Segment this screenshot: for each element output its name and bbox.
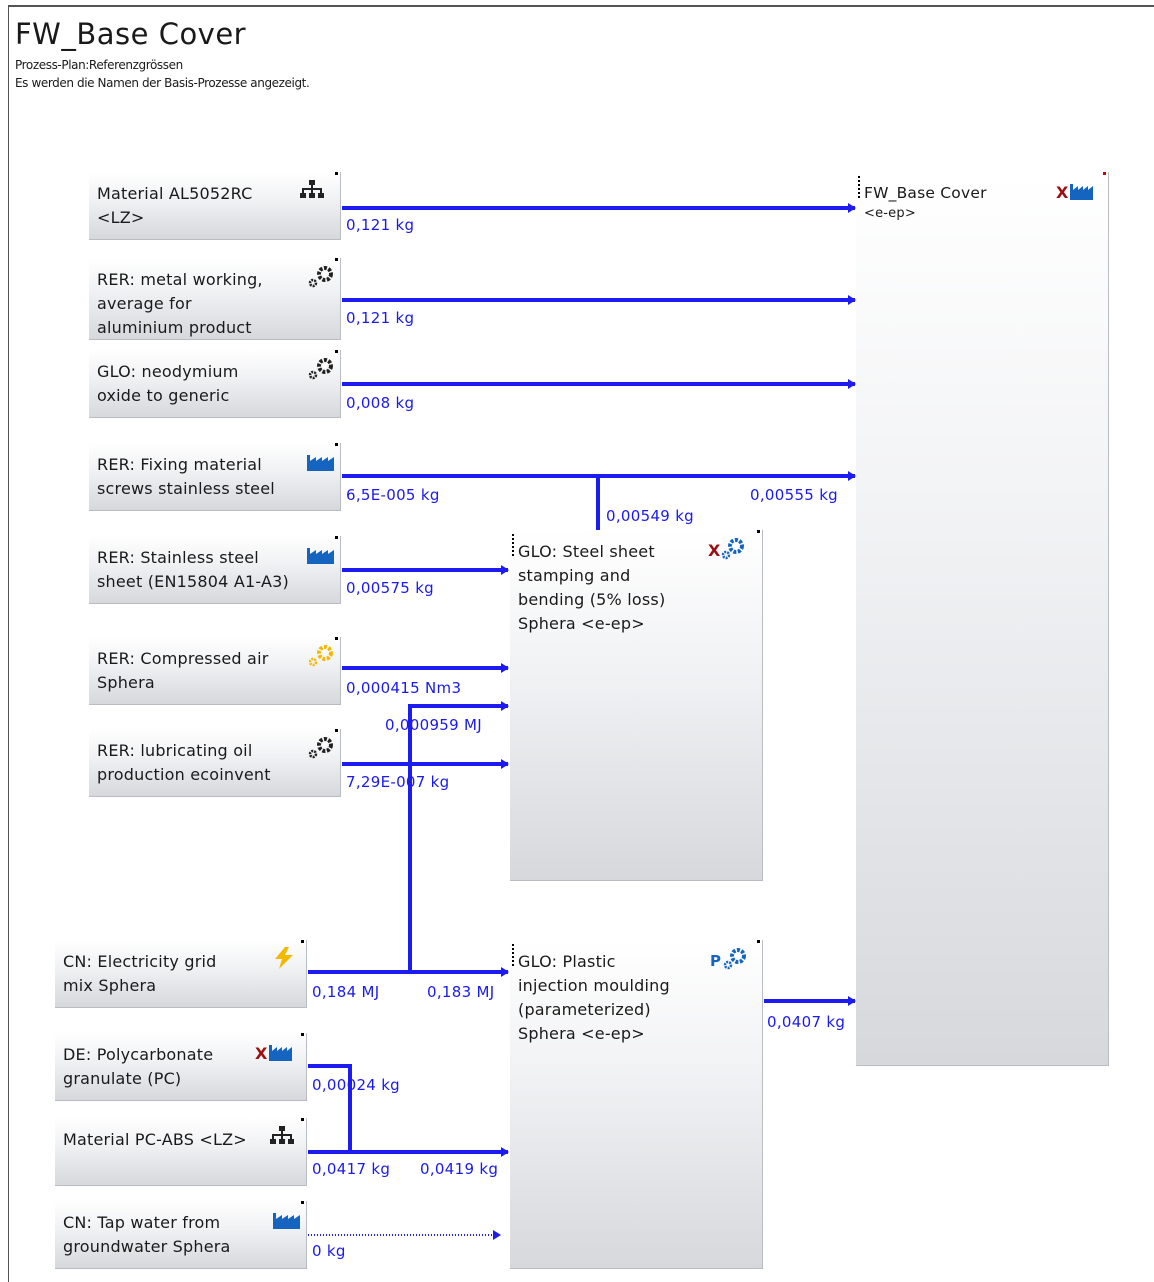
process-box-fixing[interactable]: RER: Fixing material screws stainless ste… xyxy=(89,443,341,511)
process-box-stainless[interactable]: RER: Stainless steel sheet (EN15804 A1-A3… xyxy=(89,536,341,604)
process-label: DE: Polycarbonate xyxy=(63,1045,214,1064)
process-box-basecover[interactable]: FW_Base Cover <e-ep> X xyxy=(856,172,1109,1066)
flow-label: 0,121 kg xyxy=(346,216,415,234)
flow-label: 0,183 MJ xyxy=(427,983,495,1001)
process-label: production ecoinvent xyxy=(97,765,271,784)
gears-icon xyxy=(301,356,341,380)
flow-label: 0,000959 MJ xyxy=(385,716,483,734)
flow-label: 0,00575 kg xyxy=(346,579,435,597)
process-box-pcabs[interactable]: Material PC-ABS <LZ> xyxy=(55,1118,307,1186)
process-box-al5052[interactable]: Material AL5052RC <LZ> xyxy=(89,172,341,240)
flow-label: 0,184 MJ xyxy=(312,983,380,1001)
factory-icon xyxy=(301,449,341,473)
process-box-electricity[interactable]: CN: Electricity grid mix Sphera xyxy=(55,940,307,1008)
process-label: injection moulding xyxy=(518,976,670,995)
process-label: bending (5% loss) xyxy=(518,590,666,609)
flow-label: 7,29E-007 kg xyxy=(346,773,450,791)
process-box-moulding[interactable]: GLO: Plastic injection moulding (parameter… xyxy=(510,940,763,1269)
flow-label: 0,008 kg xyxy=(346,394,415,412)
flow-label: 6,5E-005 kg xyxy=(346,486,440,504)
process-label: GLO: Steel sheet xyxy=(518,542,655,561)
process-label: stamping and xyxy=(518,566,631,585)
flow-label: 0,0407 kg xyxy=(767,1013,846,1031)
x-factory-icon: X xyxy=(255,1039,295,1063)
process-label: RER: Stainless steel xyxy=(97,548,259,567)
process-label: GLO: Plastic xyxy=(518,952,616,971)
diagram-frame xyxy=(8,5,1154,1282)
gears-icon xyxy=(301,264,341,288)
flow-label: 0,121 kg xyxy=(346,309,415,327)
process-box-tapwater[interactable]: CN: Tap water from groundwater Sphera xyxy=(55,1201,307,1269)
process-label: RER: Compressed air xyxy=(97,649,269,668)
hierarchy-icon xyxy=(267,1124,307,1148)
process-label: Sphera xyxy=(97,673,155,692)
process-label: mix Sphera xyxy=(63,976,157,995)
flow-line-electricity xyxy=(308,701,509,974)
process-box-steelsheet[interactable]: GLO: Steel sheet stamping and bending (5% … xyxy=(510,530,763,881)
process-label: Material PC-ABS <LZ> xyxy=(63,1130,247,1149)
flow-label: 0,0419 kg xyxy=(420,1160,499,1178)
gears-icon xyxy=(301,735,341,759)
process-label: (parameterized) xyxy=(518,1000,651,1019)
lightning-icon xyxy=(265,946,305,970)
svg-text:X: X xyxy=(255,1044,268,1063)
process-label: groundwater Sphera xyxy=(63,1237,231,1256)
process-label: RER: metal working, xyxy=(97,270,263,289)
process-label: Sphera <e-ep> xyxy=(518,1024,645,1043)
process-label: RER: Fixing material xyxy=(97,455,262,474)
p-gears-icon: P xyxy=(710,946,750,970)
flow-label: 0 kg xyxy=(312,1242,346,1260)
x-factory-icon: X xyxy=(1056,178,1096,202)
process-label: <e-ep> xyxy=(864,206,916,221)
process-label: FW_Base Cover xyxy=(864,184,987,202)
process-label: CN: Tap water from xyxy=(63,1213,221,1232)
svg-text:P: P xyxy=(710,952,721,970)
process-label: average for xyxy=(97,294,192,313)
process-label: CN: Electricity grid xyxy=(63,952,217,971)
flow-line-polycarbonate xyxy=(308,1064,352,1152)
svg-text:X: X xyxy=(1056,183,1069,202)
page-description: Es werden die Namen der Basis-Prozesse a… xyxy=(15,76,310,90)
process-label: GLO: neodymium xyxy=(97,362,239,381)
svg-text:X: X xyxy=(708,541,721,560)
factory-icon xyxy=(267,1207,307,1231)
page-title: FW_Base Cover xyxy=(15,17,247,51)
process-label: screws stainless steel xyxy=(97,479,275,498)
process-label: RER: lubricating oil xyxy=(97,741,253,760)
process-label: granulate (PC) xyxy=(63,1069,182,1088)
process-label: <LZ> xyxy=(97,208,145,227)
process-box-lubricating[interactable]: RER: lubricating oil production ecoinvent xyxy=(89,729,341,797)
page-subtitle: Prozess-Plan:Referenzgrössen xyxy=(15,58,183,72)
process-box-neodymium[interactable]: GLO: neodymium oxide to generic xyxy=(89,350,341,418)
factory-icon xyxy=(301,542,341,566)
process-label: aluminium product xyxy=(97,318,252,337)
flow-label: 0,00024 kg xyxy=(312,1076,401,1094)
process-label: sheet (EN15804 A1-A3) xyxy=(97,572,289,591)
flow-label: 0,000415 Nm3 xyxy=(346,679,462,697)
process-box-metalworking[interactable]: RER: metal working, average for aluminium … xyxy=(89,258,341,340)
gears-yellow-icon xyxy=(301,643,341,667)
process-label: Material AL5052RC xyxy=(97,184,253,203)
process-label: Sphera <e-ep> xyxy=(518,614,645,633)
x-gears-icon: X xyxy=(708,536,748,560)
flow-label: 0,00555 kg xyxy=(750,486,839,504)
process-box-polycarbonate[interactable]: DE: Polycarbonate granulate (PC) X xyxy=(55,1033,307,1101)
flow-label: 0,00549 kg xyxy=(606,507,695,525)
flow-label: 0,0417 kg xyxy=(312,1160,391,1178)
hierarchy-icon xyxy=(297,178,337,202)
process-label: oxide to generic xyxy=(97,386,230,405)
